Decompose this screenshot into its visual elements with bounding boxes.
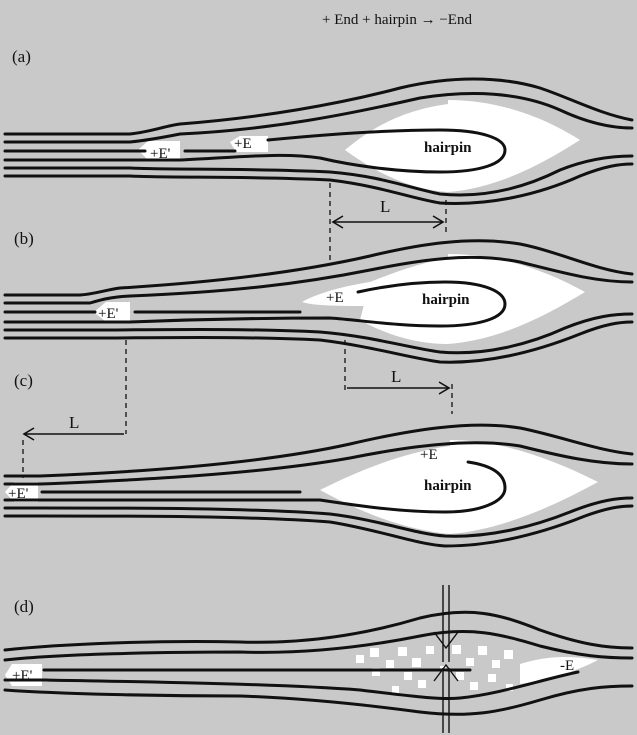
distance-label: L: [380, 197, 390, 216]
hairpin-label: hairpin: [422, 292, 470, 308]
hairpin-label: hairpin: [424, 140, 472, 156]
distance-label: L: [391, 367, 401, 386]
panel-b-label: (b): [14, 229, 34, 248]
plus-e-label: +E: [326, 290, 344, 306]
panel-a-label: (a): [12, 47, 31, 66]
plus-e-prime-label: +E': [8, 486, 29, 502]
hairpin-label: hairpin: [424, 478, 472, 494]
plus-e-prime-label: +E': [98, 306, 119, 322]
distance-label: L: [69, 413, 79, 432]
panel-c-label: (c): [14, 371, 33, 390]
plus-e-label: +E: [420, 447, 438, 463]
plus-e-prime-label: +E': [12, 668, 33, 684]
plus-e-prime-label: +E': [150, 146, 171, 162]
figure-title: + End + hairpin → −End: [322, 12, 472, 28]
panel-d-label: (d): [14, 597, 34, 616]
minus-e-label: -E: [560, 658, 574, 674]
plus-e-label: +E: [234, 136, 252, 152]
